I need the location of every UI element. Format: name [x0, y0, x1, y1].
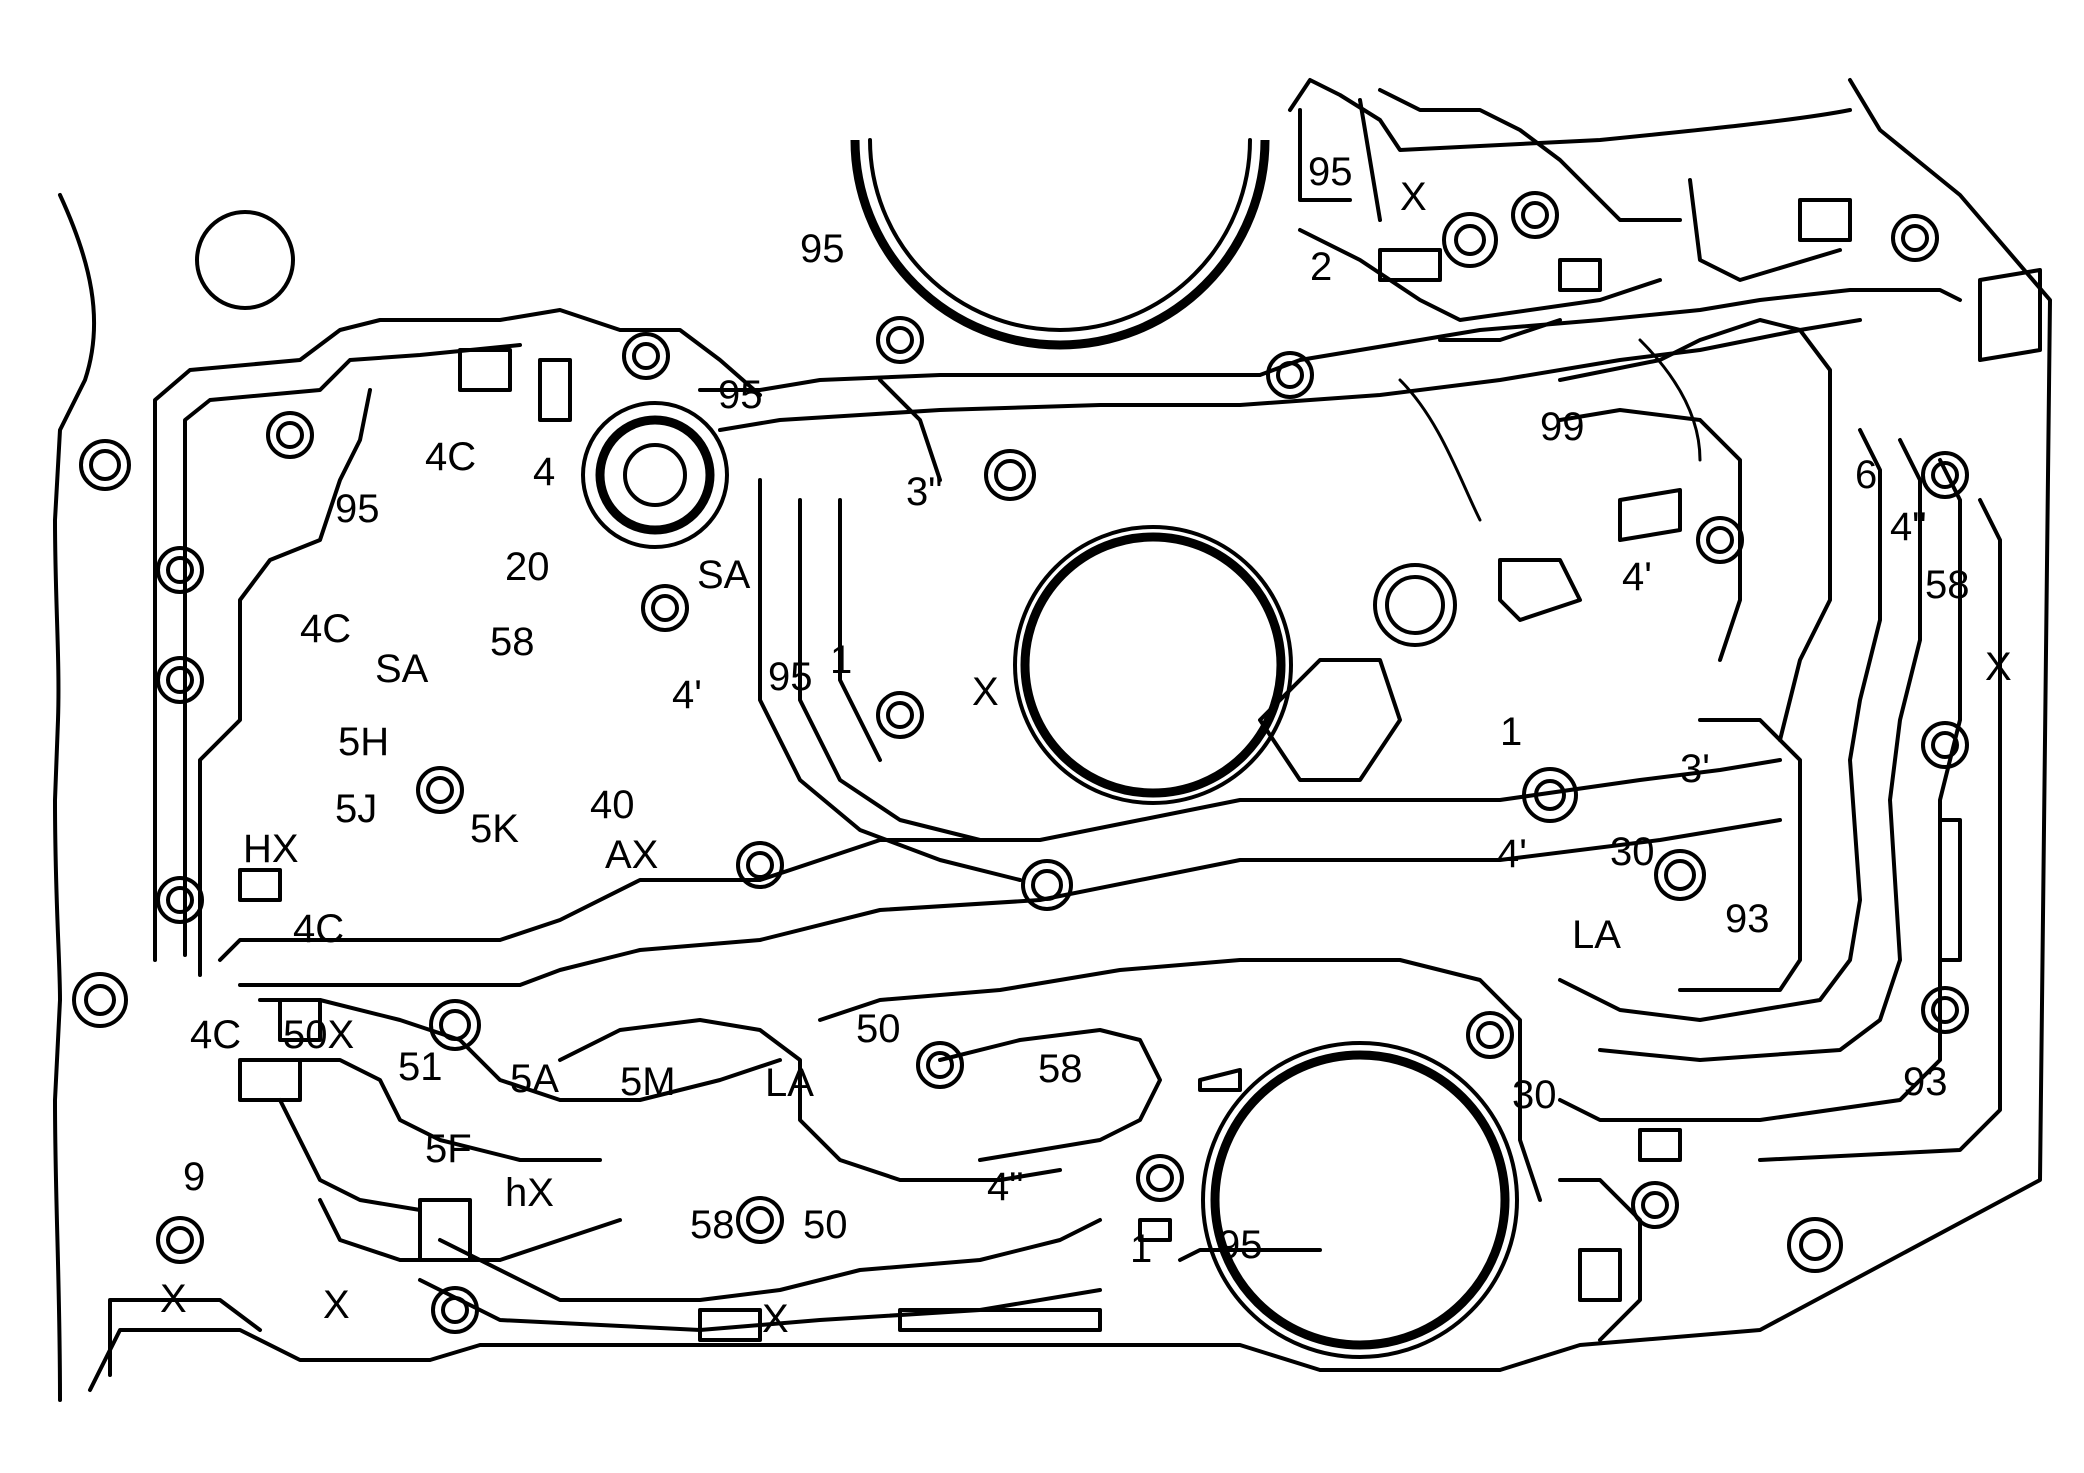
label-4-prime: 4'	[1622, 555, 1652, 599]
label-95: 95	[1218, 1223, 1263, 1267]
label-5a: 5A	[510, 1057, 559, 1101]
label-93: 93	[1903, 1060, 1948, 1104]
label-sa: SA	[375, 647, 429, 691]
label-la: LA	[1572, 913, 1621, 957]
label-x: X	[1400, 175, 1427, 219]
label-5j: 5J	[335, 787, 377, 831]
label-2: 2	[1310, 245, 1332, 289]
label-4c: 4C	[425, 435, 476, 479]
label-5m: 5M	[620, 1060, 676, 1104]
label-95: 95	[1308, 150, 1353, 194]
casting-outline	[53, 78, 2052, 1402]
label-95: 95	[768, 655, 813, 699]
label-51: 51	[398, 1045, 443, 1089]
label-4-prime: 4'	[1497, 832, 1527, 876]
label-95: 95	[335, 487, 380, 531]
label-x: X	[762, 1297, 789, 1341]
label-50x: 50X	[283, 1013, 354, 1057]
label-ax: AX	[605, 833, 658, 877]
label-hx: HX	[243, 827, 299, 871]
label-95: 95	[718, 373, 763, 417]
label-5h: 5H	[338, 720, 389, 764]
bolt-holes	[72, 191, 1969, 1334]
label-x: X	[160, 1277, 187, 1321]
label-4c: 4C	[300, 607, 351, 651]
label-la: LA	[765, 1061, 814, 1105]
label-sa: SA	[697, 553, 751, 597]
label-58: 58	[490, 620, 535, 664]
label-4: 4	[533, 450, 555, 494]
label-58: 58	[1925, 563, 1970, 607]
label-58: 58	[690, 1203, 735, 1247]
label-3-prime: 3'	[1680, 747, 1710, 791]
label-40: 40	[590, 783, 635, 827]
label-1: 1	[830, 638, 852, 682]
label-4c: 4C	[293, 907, 344, 951]
label-58: 58	[1038, 1047, 1083, 1091]
label-50: 50	[803, 1203, 848, 1247]
label-95: 95	[800, 227, 845, 271]
label-4-double-prime: 4"	[1890, 505, 1926, 549]
label-5f: 5F	[425, 1127, 472, 1171]
passage-labels: 95 X 95 2 95 99 4C 4 3" 6 4" 95 20 SA 4'…	[160, 150, 2012, 1341]
label-5k: 5K	[470, 807, 519, 851]
label-1: 1	[1130, 1227, 1152, 1271]
label-hx-lower: hX	[505, 1171, 554, 1215]
label-20: 20	[505, 545, 550, 589]
label-x: X	[972, 670, 999, 714]
bores	[195, 138, 1519, 1359]
label-1: 1	[1500, 710, 1522, 754]
label-4-prime: 4'	[672, 673, 702, 717]
label-x: X	[323, 1283, 350, 1327]
fluid-channels	[153, 88, 2042, 1342]
label-6: 6	[1855, 453, 1877, 497]
label-50: 50	[856, 1007, 901, 1051]
label-30: 30	[1512, 1073, 1557, 1117]
label-3-double-prime: 3"	[906, 470, 942, 514]
label-99: 99	[1540, 405, 1585, 449]
label-9: 9	[183, 1155, 205, 1199]
label-4-double-prime: 4"	[987, 1165, 1023, 1209]
label-x: X	[1985, 645, 2012, 689]
label-93: 93	[1725, 897, 1770, 941]
label-30: 30	[1610, 830, 1655, 874]
label-4c: 4C	[190, 1013, 241, 1057]
